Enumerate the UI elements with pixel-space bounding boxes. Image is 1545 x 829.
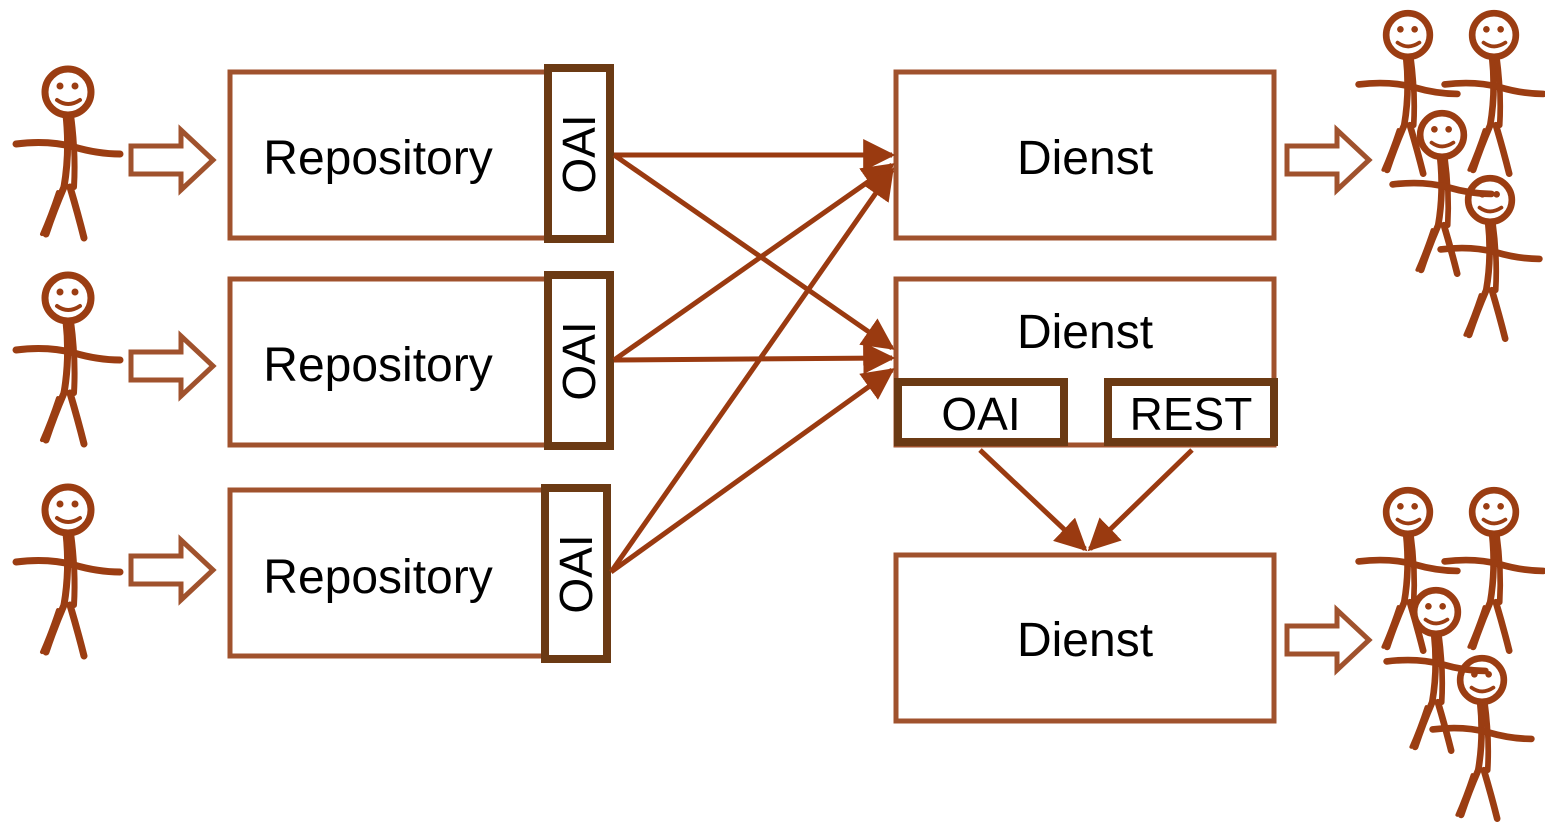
hollow-arrow-icon-5 xyxy=(1287,610,1369,670)
service-box-1: Dienst xyxy=(893,69,1277,241)
repository-box-3: Repository OAI xyxy=(227,484,611,663)
oai-label: OAI xyxy=(553,114,605,193)
arrow-rest-to-service3 xyxy=(1087,448,1194,552)
arrow-repo3-to-service2 xyxy=(609,367,895,575)
arrow-repo2-to-service1 xyxy=(612,162,895,363)
person-icon-3 xyxy=(16,487,120,656)
arrow-repo1-to-service2 xyxy=(612,152,895,351)
stick-figure-group-icon-2 xyxy=(1359,490,1544,819)
oai-interface-1: OAI xyxy=(544,64,614,243)
stick-figure-group-icon-1 xyxy=(1359,13,1544,339)
oai-label: OAI xyxy=(553,321,605,400)
service-rest-interface: REST xyxy=(1104,378,1278,446)
arrow-repo2-to-service2 xyxy=(613,342,896,375)
hollow-arrow-icon-4 xyxy=(1287,130,1369,190)
service-oai-interface: OAI xyxy=(894,378,1068,446)
service-label: Dienst xyxy=(1017,132,1153,185)
oai-interface-3: OAI xyxy=(541,484,611,663)
oai-interface-2: OAI xyxy=(544,271,614,450)
service-rest-label: REST xyxy=(1130,388,1253,440)
service-box-3: Dienst xyxy=(893,552,1277,724)
hollow-arrow-icon-3 xyxy=(131,540,213,600)
person-icon-2 xyxy=(16,275,120,444)
repository-label: Repository xyxy=(263,339,492,392)
service-label: Dienst xyxy=(1017,614,1153,667)
service-box-2: Dienst OAI REST xyxy=(893,276,1278,448)
repository-label: Repository xyxy=(263,551,492,604)
hollow-arrow-icon-2 xyxy=(131,336,213,396)
hollow-arrow-icon-1 xyxy=(131,130,213,190)
arrow-oai-to-service3 xyxy=(978,448,1088,552)
service-oai-label: OAI xyxy=(941,388,1020,440)
service-label: Dienst xyxy=(1017,306,1153,359)
oai-label: OAI xyxy=(550,534,602,613)
person-icon-1 xyxy=(16,69,120,238)
repository-label: Repository xyxy=(263,132,492,185)
repository-box-1: Repository OAI xyxy=(227,64,614,243)
arrow-repo3-to-service1 xyxy=(608,167,895,574)
harvest-arrows xyxy=(608,139,1194,575)
repository-box-2: Repository OAI xyxy=(227,271,614,450)
